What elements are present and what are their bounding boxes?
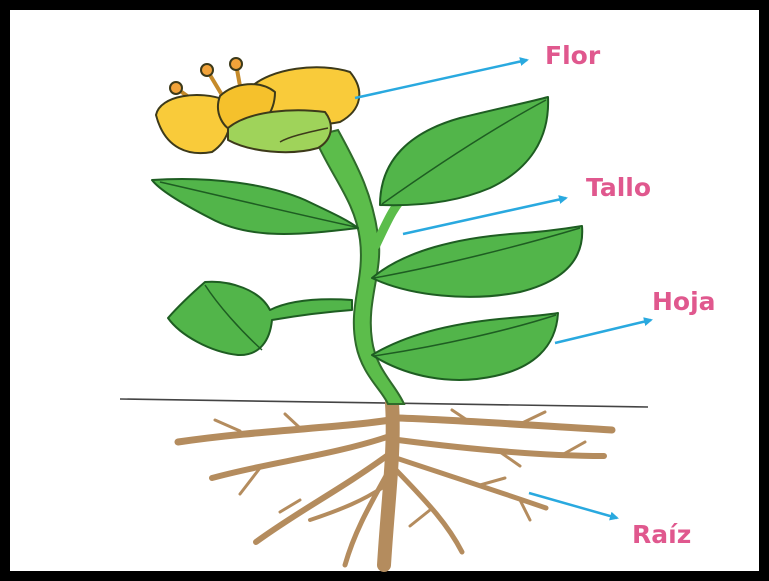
root-label: Raíz — [632, 520, 691, 549]
flower-label: Flor — [545, 41, 601, 70]
stem-label: Tallo — [586, 173, 651, 202]
roots — [178, 403, 612, 565]
leaf-label: Hoja — [652, 287, 716, 316]
flower-arrow — [355, 60, 527, 98]
ground-line — [120, 399, 648, 407]
flower — [156, 58, 359, 153]
leaf-arrow — [555, 320, 651, 343]
